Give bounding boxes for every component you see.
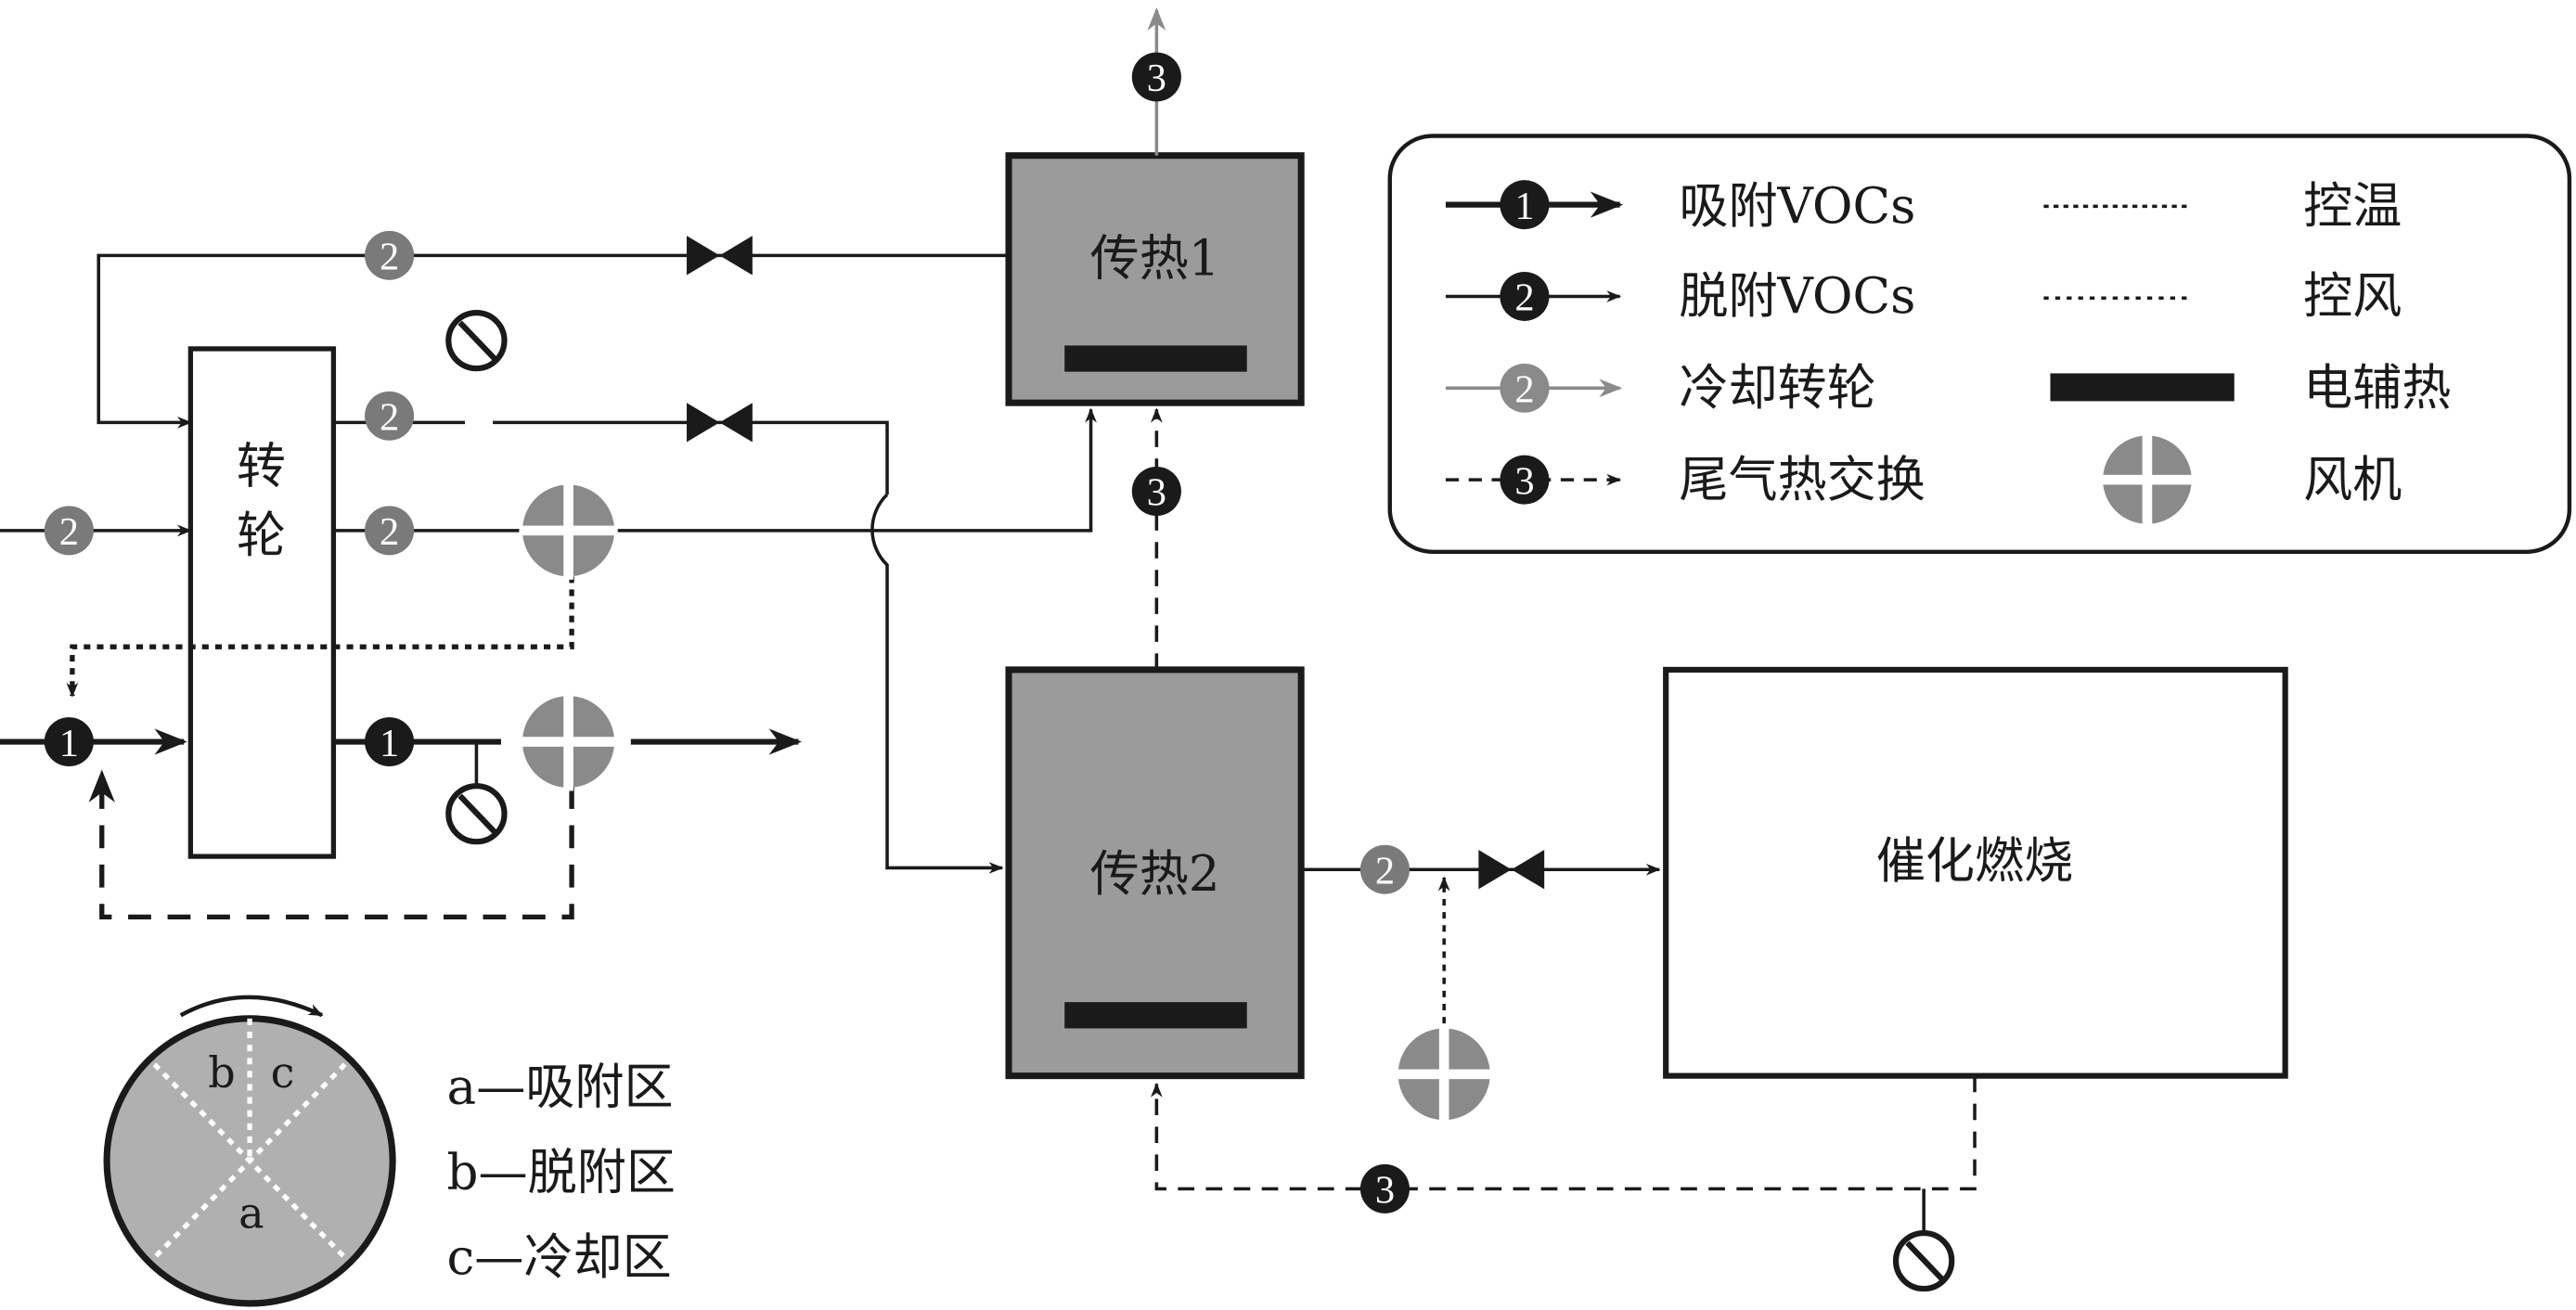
svg-text:3: 3	[1375, 1169, 1395, 1213]
svg-text:2: 2	[380, 236, 399, 279]
heat-exchanger-1: 传热1	[1005, 152, 1305, 406]
zone-label-b: b—脱附区	[447, 1143, 676, 1201]
legend-label-heater: 电辅热	[2303, 359, 2451, 417]
valve[interactable]	[687, 403, 753, 443]
svg-text:2: 2	[1514, 276, 1534, 320]
flow-marker-desorb: 2	[365, 230, 415, 280]
svg-text:2: 2	[380, 510, 399, 554]
zone-label-a: a—吸附区	[447, 1059, 674, 1116]
valve[interactable]	[687, 236, 753, 276]
svg-text:2: 2	[380, 396, 399, 440]
legend-label-air-control: 控风	[2303, 267, 2402, 325]
flow-marker-exhaust: 3	[1359, 1163, 1410, 1214]
legend-label-desorb: 脱附VOCs	[1679, 267, 1915, 325]
damper-icon[interactable]	[445, 310, 508, 372]
flow-marker-adsorb: 1	[365, 717, 415, 767]
svg-text:1: 1	[59, 722, 79, 765]
legend: 1 吸附VOCs 控温 2 脱附VOCs 控风 2 冷却转轮 电辅热 3 尾气热…	[1387, 134, 2572, 555]
svg-text:1: 1	[1514, 185, 1534, 228]
cooling-to-hx1-line	[614, 407, 1097, 533]
electric-heater-2	[1064, 1002, 1247, 1029]
zone-c-letter: c	[271, 1047, 295, 1098]
zone-a-letter: a	[238, 1188, 264, 1239]
fan-icon[interactable]	[519, 481, 618, 580]
legend-label-exhaust: 尾气热交换	[1679, 451, 1925, 508]
zone-label-c: c—冷却区	[447, 1228, 672, 1286]
flow-marker-desorb: 2	[1359, 844, 1410, 894]
damper-icon[interactable]	[1892, 1229, 1955, 1292]
desorb-outlet-line-b	[493, 420, 889, 495]
legend-heater-bar	[2050, 373, 2235, 402]
temp-control-line	[66, 576, 574, 698]
hop-over-line	[870, 493, 1004, 874]
rotor-wheel-unit: 转 轮	[187, 346, 337, 859]
svg-text:3: 3	[1147, 471, 1166, 515]
flow-marker-exhaust: 3	[1131, 467, 1181, 516]
legend-label-fan: 风机	[2303, 451, 2402, 508]
svg-text:1: 1	[380, 722, 399, 765]
electric-heater-1	[1064, 345, 1247, 372]
legend-exhaust-symbol: 3	[1445, 455, 1622, 505]
catalytic-combustion-label: 催化燃烧	[1876, 832, 2073, 890]
legend-fan-icon	[2099, 431, 2196, 528]
fan-icon[interactable]	[1395, 1024, 1494, 1124]
exhaust-catalytic-to-hx2-line	[1150, 1075, 1977, 1191]
legend-cooling-symbol: 2	[1445, 363, 1623, 413]
svg-text:2: 2	[1514, 368, 1534, 412]
heat-exchanger-1-label: 传热1	[1090, 230, 1220, 288]
flow-marker-desorb: 2	[44, 506, 94, 556]
legend-adsorb-symbol: 1	[1445, 180, 1624, 230]
fan-icon[interactable]	[519, 692, 618, 791]
legend-label-adsorb: 吸附VOCs	[1679, 177, 1915, 235]
zone-b-letter: b	[208, 1047, 235, 1098]
svg-text:2: 2	[59, 510, 79, 554]
flow-marker-desorb: 2	[365, 506, 415, 556]
flow-marker-desorb: 2	[365, 391, 415, 441]
rotation-arrow-icon	[179, 995, 324, 1018]
catalytic-combustion-unit: 催化燃烧	[1663, 666, 2288, 1079]
wheel-inset: b c a a—吸附区 b—脱附区 c—冷却区	[103, 995, 676, 1307]
svg-text:3: 3	[1147, 57, 1166, 100]
exhaust-recirc-line-left	[88, 769, 574, 920]
valve[interactable]	[1478, 850, 1545, 890]
heat-exchanger-2-label: 传热2	[1090, 845, 1220, 903]
legend-label-cooling: 冷却转轮	[1679, 359, 1875, 417]
rotor-wheel-label-2: 轮	[237, 507, 286, 564]
legend-label-temp-control: 控温	[2303, 177, 2402, 235]
legend-desorb-symbol: 2	[1445, 271, 1622, 321]
rotor-wheel-label-1: 转	[237, 438, 286, 495]
svg-text:2: 2	[1375, 850, 1395, 893]
damper-icon[interactable]	[445, 783, 508, 845]
heat-exchanger-2: 传热2	[1005, 666, 1305, 1080]
svg-text:3: 3	[1514, 459, 1534, 503]
flow-marker-exhaust: 3	[1131, 52, 1181, 102]
desorb-return-line	[97, 253, 1010, 429]
flow-marker-adsorb: 1	[44, 717, 94, 767]
